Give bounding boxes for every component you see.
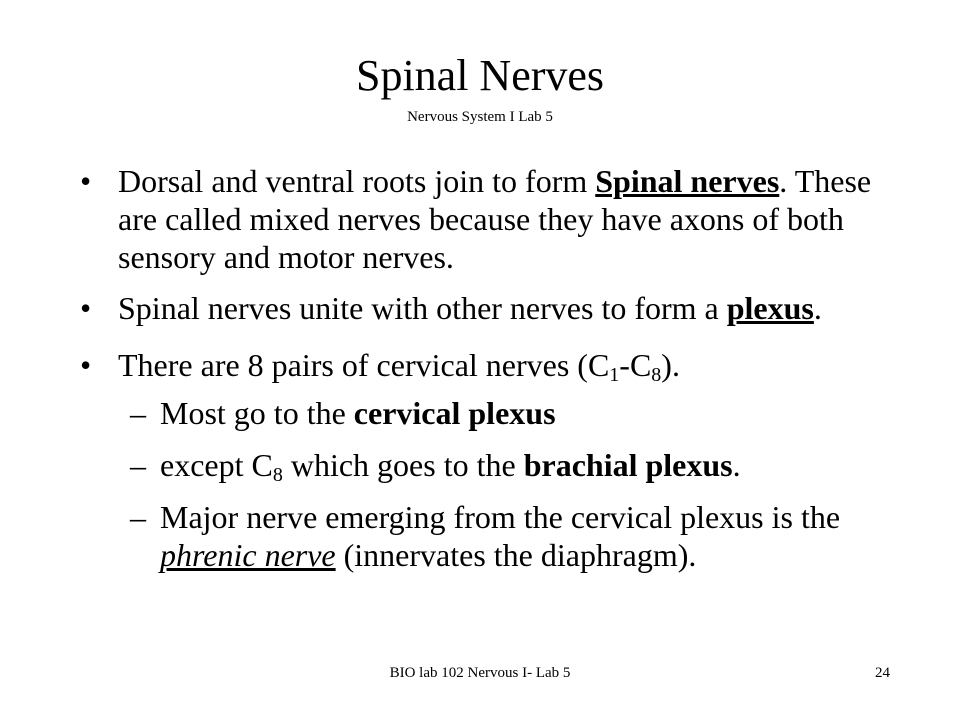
bullet-dot: • (80, 163, 92, 199)
subbullet-brachial-plexus: –except C8 which goes to the brachial pl… (80, 446, 880, 486)
subbullet-text: except C (160, 447, 273, 483)
subbullet-text: Major nerve emerging from the cervical p… (160, 499, 841, 535)
subbullet-dash: – (130, 395, 146, 431)
term-brachial-plexus: brachial plexus (523, 447, 733, 483)
subbullet-phrenic-nerve: –Major nerve emerging from the cervical … (80, 498, 880, 574)
bullet-text: ). (661, 347, 680, 383)
bullet-item-spinal-nerves: • Dorsal and ventral roots join to form S… (80, 162, 880, 276)
term-spinal-nerves: Spinal nerves (595, 163, 780, 199)
bullet-text: . These are called mixed nerves because … (118, 163, 872, 275)
term-plexus: plexus (726, 290, 814, 326)
bullet-item-cervical-pairs: • There are 8 pairs of cervical nerves (C… (80, 346, 880, 386)
bullet-text: -C (619, 347, 652, 383)
slide-title: Spinal Nerves (355, 51, 605, 100)
subbullet-dash: – (130, 499, 146, 535)
bullet-list: • Dorsal and ventral roots join to form S… (80, 162, 880, 588)
subbullet-text: which goes to the (282, 447, 524, 483)
term-cervical-plexus: cervical plexus (353, 395, 556, 431)
subbullet-dash: – (130, 447, 146, 483)
subbullet-text: (innervates the diaphragm). (335, 537, 697, 573)
subbullet-text: Most go to the (160, 395, 354, 431)
bullet-text: . (813, 290, 822, 326)
subbullet-cervical-plexus: –Most go to the cervical plexus (80, 394, 880, 432)
bullet-dot: • (80, 347, 92, 383)
subscript: 1 (609, 364, 620, 386)
slide-footer: BIO lab 102 Nervous I- Lab 5 (389, 665, 571, 681)
bullet-item-plexus: • Spinal nerves unite with other nerves t… (80, 289, 880, 327)
page-number: 24 (875, 665, 890, 681)
subbullet-text: . (732, 447, 741, 483)
bullet-text: Spinal nerves unite with other nerves to… (118, 290, 727, 326)
subscript: 8 (272, 464, 283, 486)
term-phrenic-nerve: phrenic nerve (160, 537, 336, 573)
bullet-text: There are 8 pairs of cervical nerves (C (118, 347, 610, 383)
subscript: 8 (651, 364, 662, 386)
bullet-dot: • (80, 290, 92, 326)
slide-subtitle: Nervous System I Lab 5 (407, 109, 553, 125)
bullet-text: Dorsal and ventral roots join to form (118, 163, 596, 199)
